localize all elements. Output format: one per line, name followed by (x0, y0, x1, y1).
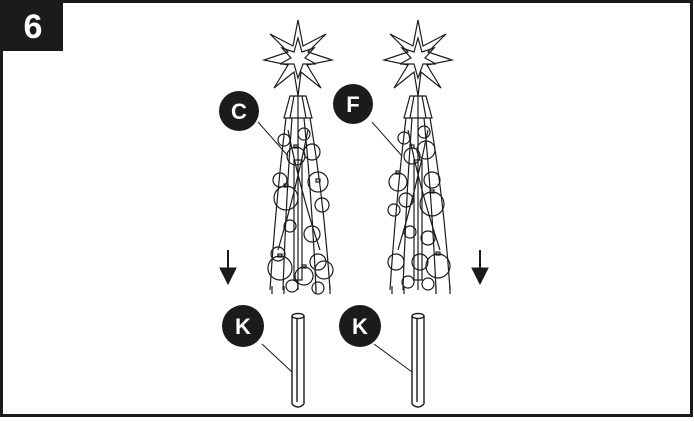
callout-f-label: F (346, 92, 359, 117)
leader-line-c (257, 121, 289, 157)
step-number-badge: 6 (3, 3, 63, 51)
callout-k-left: K (222, 305, 264, 347)
down-arrow-icon (471, 250, 489, 286)
tree-f (381, 19, 455, 294)
star-topper-icon (261, 19, 335, 97)
stake-right (411, 312, 425, 408)
callout-c: C (219, 91, 259, 131)
leader-line-k-right (373, 343, 413, 373)
down-arrow-icon (219, 250, 237, 286)
leader-line-k-left (261, 343, 293, 373)
leader-line-f (371, 121, 403, 157)
callout-c-label: C (231, 99, 247, 124)
callout-k-right: K (339, 305, 381, 347)
step-number: 6 (23, 7, 43, 46)
callout-f: F (333, 84, 373, 124)
star-topper-icon (381, 19, 455, 97)
tree-c (261, 19, 335, 295)
callout-k-right-label: K (352, 314, 368, 339)
callout-k-left-label: K (235, 314, 251, 339)
stake-left (291, 312, 305, 408)
